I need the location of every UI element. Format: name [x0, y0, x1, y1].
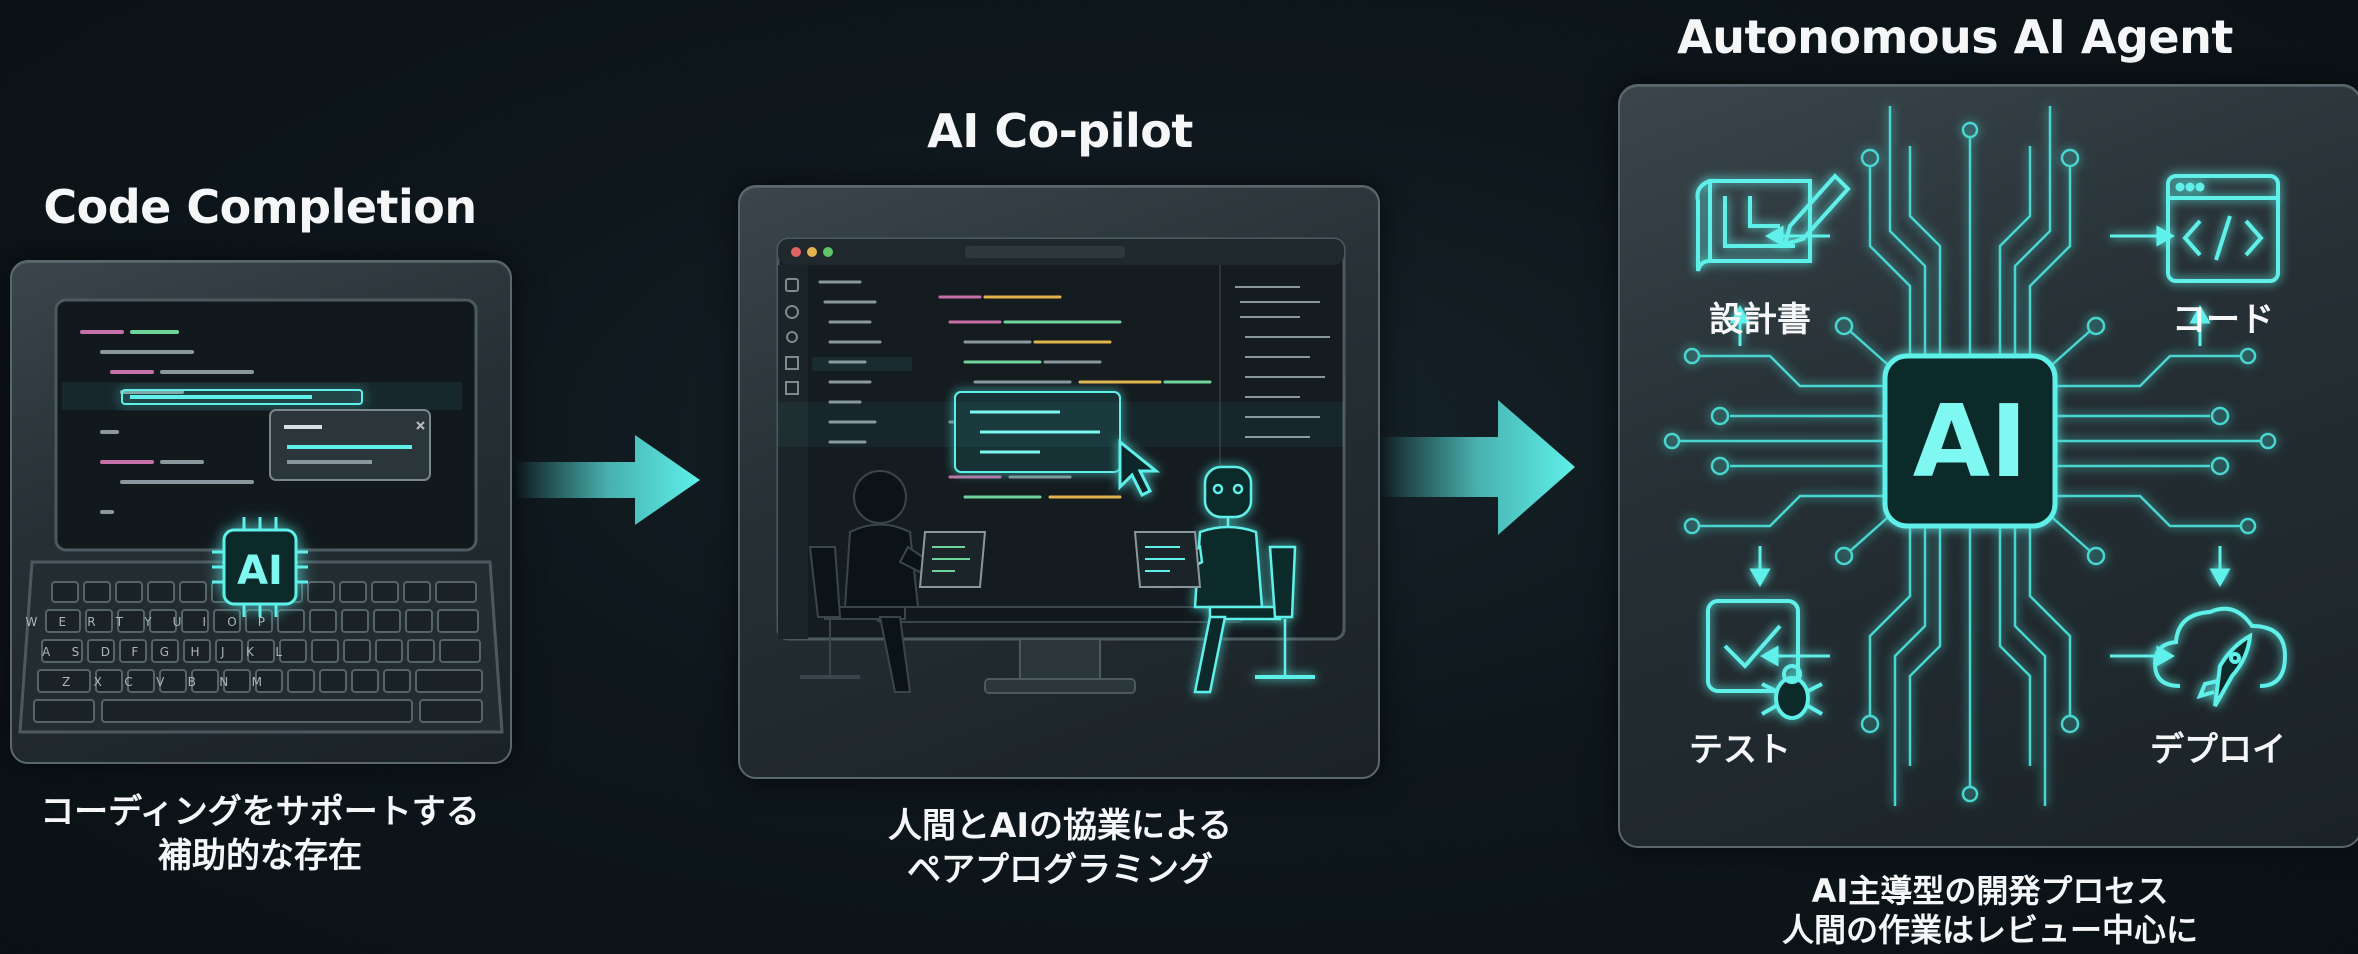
cloud-rocket-icon	[2152, 606, 2288, 707]
human-developer-icon	[800, 470, 947, 693]
stage-1-laptop-panel: QWERTYUIOP ASDFGHJKL ZXCVBNM AI	[0, 260, 512, 764]
cursor-icon	[1118, 438, 1161, 498]
key-row-2: ASDFGHJKL	[42, 645, 282, 659]
stage-3-caption: AI主導型の開発プロセス 人間の作業はレビュー中心に	[1650, 872, 2330, 950]
ai-chip-label: AI	[237, 548, 283, 594]
arrow-right-icon	[1380, 400, 1575, 535]
ai-chip-label: AI	[1913, 383, 2028, 500]
stage-1-caption-line2: 補助的な存在	[158, 836, 362, 877]
arrow-right-icon	[515, 435, 700, 525]
stage-1-title: Code Completion	[43, 180, 477, 234]
stage-2-caption-line2: ペアプログラミング	[907, 850, 1213, 891]
task-deploy-label: デプロイ	[2150, 730, 2286, 770]
ai-chip-icon	[1882, 353, 2058, 529]
stage-3-caption-line1: AI主導型の開発プロセス	[1811, 872, 2169, 910]
stage-2-caption: 人間とAIの協業による ペアプログラミング	[790, 804, 1330, 892]
circuit-traces	[1663, 106, 2277, 806]
code-window-icon	[2166, 174, 2280, 283]
stage-1-caption: コーディングをサポートする 補助的な存在	[0, 790, 520, 878]
stage-3-caption-line2: 人間の作業はレビュー中心に	[1781, 911, 2198, 950]
stage-3-title: Autonomous AI Agent	[1677, 10, 2233, 64]
robot-agent-icon	[1158, 465, 1315, 694]
checkbox-bug-icon	[1706, 599, 1823, 720]
stage-2-monitor-panel	[738, 185, 1380, 779]
stage-3-agent-panel: AI 設計書 コード テスト	[1618, 84, 2358, 848]
copilot-illustration	[776, 237, 1346, 694]
task-design-label: 設計書	[1709, 300, 1811, 340]
task-test-label: テスト	[1689, 730, 1791, 770]
blueprint-pencil-icon	[1695, 173, 1851, 272]
laptop-illustration: QWERTYUIOP ASDFGHJKL ZXCVBNM AI	[0, 298, 504, 734]
stage-2-caption-line1: 人間とAIの協業による	[888, 806, 1232, 846]
task-code-label: コード	[2172, 300, 2274, 340]
agent-illustration: AI 設計書 コード テスト	[1663, 106, 2288, 806]
stage-2-title: AI Co-pilot	[927, 104, 1193, 158]
ai-chip-icon	[212, 517, 308, 617]
stage-1-caption-line1: コーディングをサポートする	[40, 792, 480, 832]
